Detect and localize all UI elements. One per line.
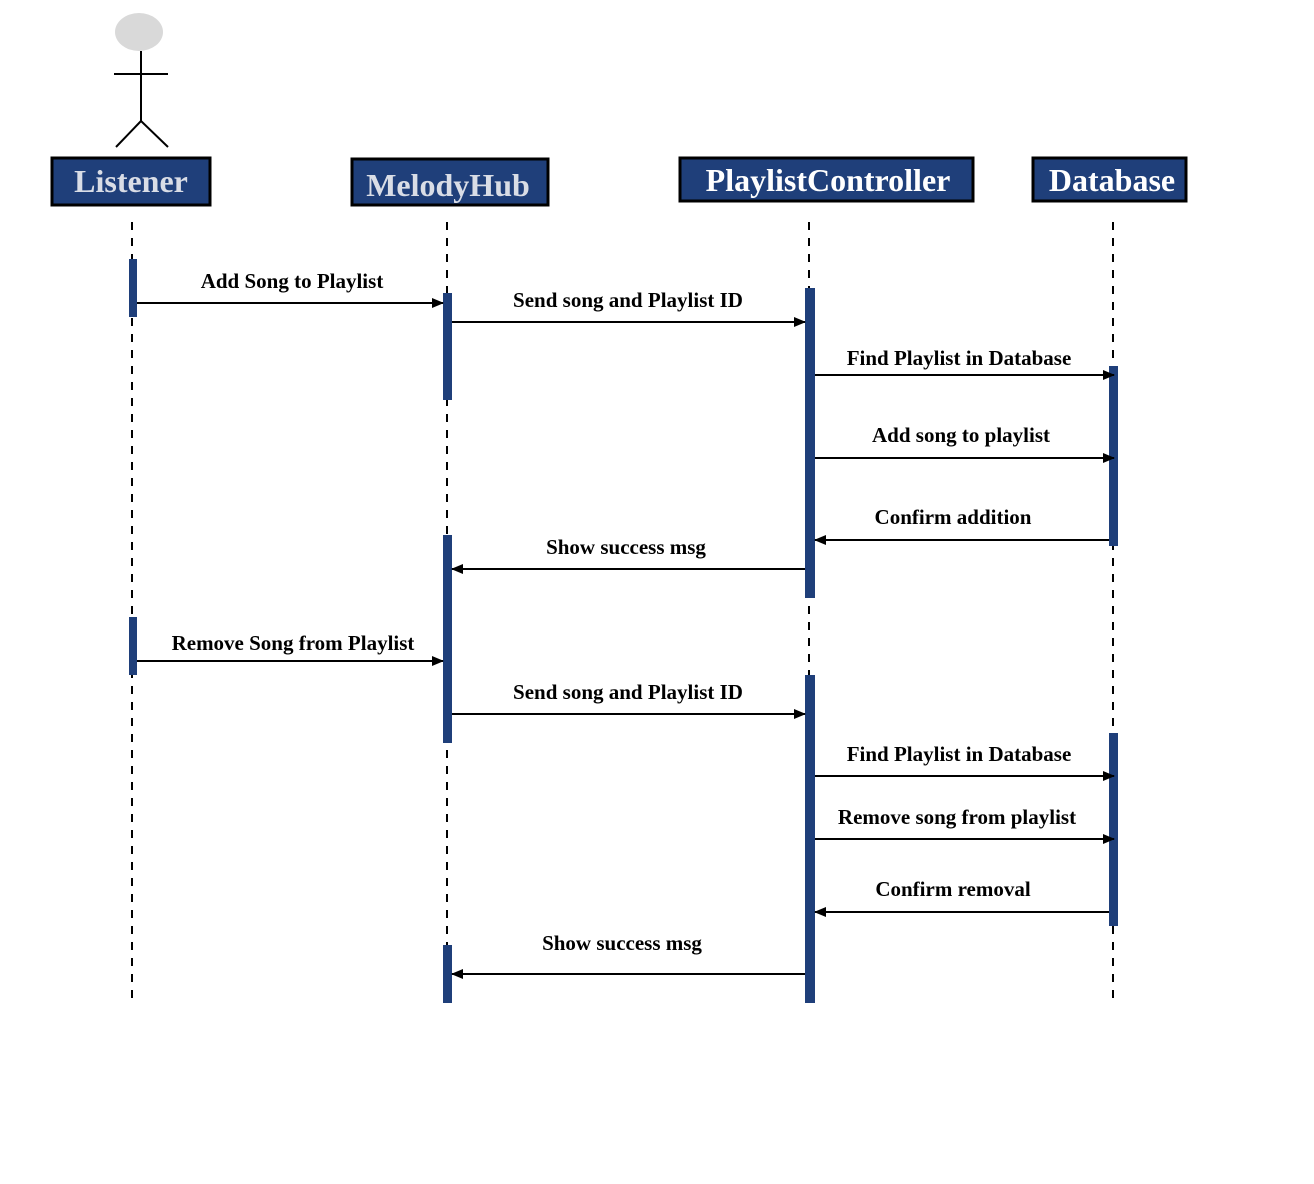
participant-listener: Listener (50, 156, 212, 207)
message-label: Send song and Playlist ID (513, 288, 743, 312)
participant-box (1031, 156, 1188, 203)
message: Send song and Playlist ID (452, 288, 806, 327)
activation-bar-playlistcontroller (805, 675, 815, 1003)
message-label: Show success msg (542, 931, 702, 955)
message-label: Add song to playlist (872, 423, 1050, 447)
activation-bar-melodyhub (443, 535, 452, 743)
activation-bar-melodyhub (443, 293, 452, 400)
activation-bar-database (1109, 733, 1118, 926)
message-label: Add Song to Playlist (201, 269, 384, 293)
message: Find Playlist in Database (815, 346, 1115, 380)
message: Show success msg (451, 931, 805, 979)
activation-bar-listener (129, 259, 137, 317)
activation-bar-listener (129, 617, 137, 675)
message-label: Confirm addition (875, 505, 1032, 529)
message: Add song to playlist (815, 423, 1115, 463)
participant-label: Database (1049, 162, 1175, 198)
message-label: Show success msg (546, 535, 706, 559)
message-label: Confirm removal (875, 877, 1030, 901)
message: Confirm removal (814, 877, 1109, 917)
actor-stick-figure-icon (114, 13, 169, 148)
message: Send song and Playlist ID (452, 680, 806, 719)
activation-bar-database (1109, 366, 1118, 546)
message: Find Playlist in Database (815, 742, 1115, 781)
message: Remove song from playlist (815, 805, 1115, 844)
participant-melodyhub: MelodyHub (350, 157, 550, 207)
message-label: Find Playlist in Database (847, 346, 1072, 370)
participant-label: MelodyHub (366, 167, 530, 203)
participant-label: Listener (74, 163, 188, 199)
participant-box (50, 156, 212, 207)
activation-bar-melodyhub (443, 945, 452, 1003)
participant-label: PlaylistController (706, 162, 951, 198)
message-label: Remove Song from Playlist (172, 631, 415, 655)
participant-box (350, 157, 550, 207)
message: Confirm addition (814, 505, 1109, 545)
participant-playlistcontroller: PlaylistController (678, 156, 975, 203)
message-label: Find Playlist in Database (847, 742, 1072, 766)
activation-bar-playlistcontroller (805, 288, 815, 598)
message-label: Remove song from playlist (838, 805, 1076, 829)
message: Remove Song from Playlist (137, 631, 444, 666)
actor-head (115, 13, 163, 51)
participant-box (678, 156, 975, 203)
actor-left-leg (115, 120, 142, 148)
message-label: Send song and Playlist ID (513, 680, 743, 704)
actor-right-leg (140, 120, 169, 148)
message: Add Song to Playlist (137, 269, 444, 308)
message: Show success msg (451, 535, 805, 574)
participant-database: Database (1031, 156, 1188, 203)
